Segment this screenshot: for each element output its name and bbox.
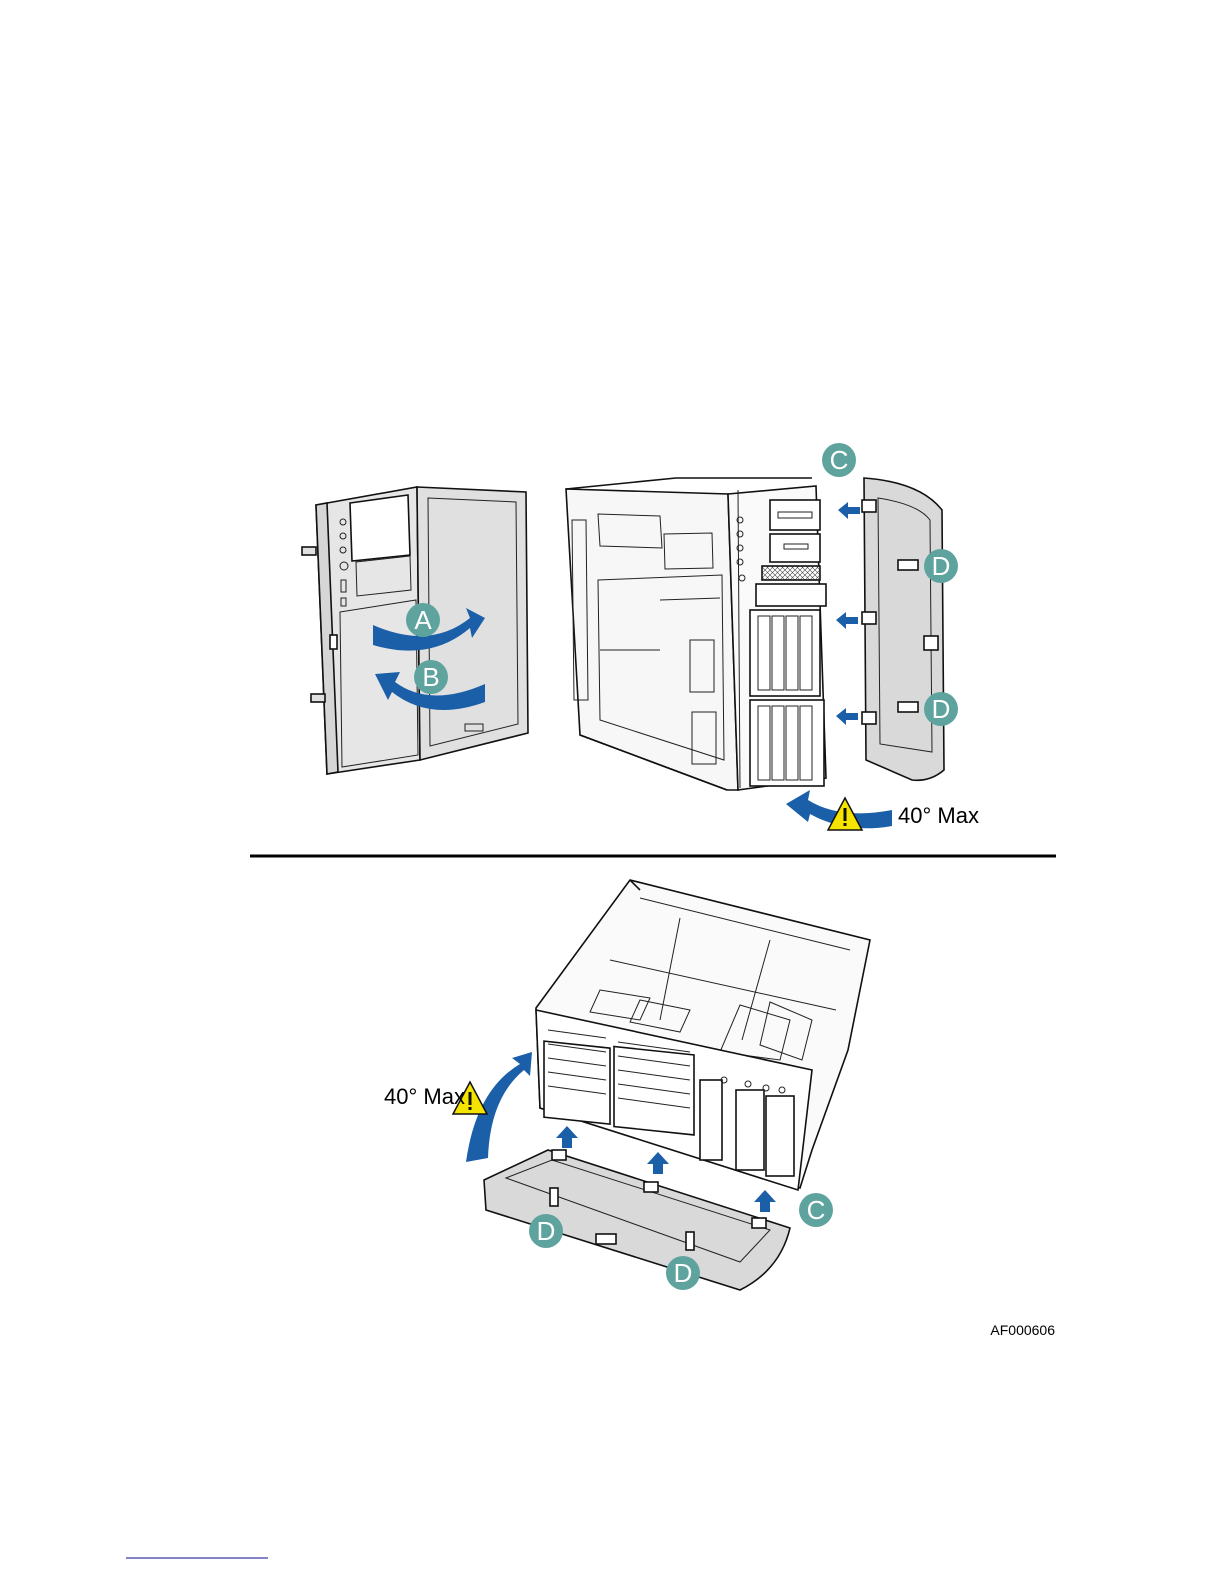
angle-label-top: 40° Max [898, 803, 979, 828]
chassis-rack-view [536, 880, 870, 1190]
callout-a: A [406, 603, 440, 637]
svg-text:B: B [422, 662, 439, 692]
callout-d-bottom-2: D [666, 1256, 700, 1290]
svg-text:D: D [674, 1258, 693, 1288]
svg-text:D: D [932, 694, 951, 724]
figure-id: AF000606 [990, 1322, 1055, 1338]
insert-arrows-top [836, 502, 860, 725]
svg-text:D: D [537, 1216, 556, 1246]
svg-text:D: D [932, 551, 951, 581]
svg-text:C: C [807, 1195, 826, 1225]
callout-c-bottom: C [799, 1193, 833, 1227]
callout-d-top-1: D [924, 549, 958, 583]
top-illustration: 40° Max A B C D D [302, 443, 979, 830]
chassis-side-view [566, 478, 826, 790]
front-bezel-detached [862, 478, 944, 780]
callout-c-top: C [822, 443, 856, 477]
svg-text:A: A [414, 605, 432, 635]
callout-b: B [414, 660, 448, 694]
svg-text:C: C [830, 445, 849, 475]
bottom-illustration: 40° Max C D D [384, 880, 870, 1290]
callout-d-bottom-1: D [529, 1214, 563, 1248]
callout-d-top-2: D [924, 692, 958, 726]
angle-label-bottom: 40° Max [384, 1084, 465, 1109]
